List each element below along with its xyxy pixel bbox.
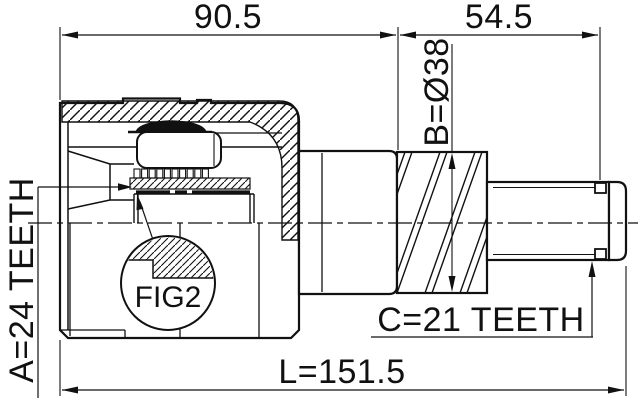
tripod-roller-assembly bbox=[128, 120, 282, 223]
arrowhead-left-icon bbox=[62, 31, 78, 39]
dimension-label-90-5: 90.5 bbox=[194, 0, 262, 36]
detail-circle-fig2: FIG2 bbox=[120, 194, 216, 331]
extension-lines bbox=[59, 27, 627, 396]
snap-ring-groove-bottom bbox=[594, 248, 607, 260]
dimension-label-a-24-teeth: A=24 TEETH bbox=[3, 177, 41, 383]
stub-shaft bbox=[485, 180, 611, 262]
dimension-housing-width: 90.5 bbox=[62, 0, 396, 39]
callout-arrowhead-icon bbox=[588, 261, 596, 277]
shaft-end-cap bbox=[607, 180, 628, 262]
dimension-label-54-5: 54.5 bbox=[465, 0, 533, 36]
housing-section-hatch bbox=[61, 100, 299, 241]
dimension-label-b-d38: B=Ø38 bbox=[418, 37, 456, 146]
dimension-spline-diameter: B=Ø38 bbox=[418, 37, 456, 292]
housing-inner-lines bbox=[67, 122, 282, 330]
dimension-total-length: L=151.5 bbox=[62, 353, 624, 394]
arrowhead-down-icon bbox=[448, 276, 456, 292]
detail-leader-arrowhead-icon bbox=[136, 194, 144, 211]
arrowhead-left-icon bbox=[62, 386, 78, 394]
detail-label: FIG2 bbox=[135, 281, 202, 314]
arrowhead-right-icon bbox=[608, 386, 624, 394]
callout-arrowhead-icon bbox=[118, 183, 132, 191]
dimension-shaft-width: 54.5 bbox=[400, 0, 598, 39]
callout-inner-spline: A=24 TEETH bbox=[3, 177, 132, 398]
arrowhead-right-icon bbox=[582, 31, 598, 39]
inner-race-block bbox=[134, 194, 254, 223]
callout-stub-spline: C=21 TEETH bbox=[371, 261, 596, 339]
arrowhead-up-icon bbox=[448, 153, 456, 169]
trunnion-section-hatch bbox=[129, 177, 251, 190]
roller-cap bbox=[134, 120, 208, 133]
outer-housing bbox=[58, 97, 301, 340]
arrowhead-right-icon bbox=[380, 31, 396, 39]
snap-ring-groove-top bbox=[594, 182, 607, 194]
dimension-label-l-151-5: L=151.5 bbox=[278, 353, 405, 391]
arrowhead-left-icon bbox=[400, 31, 416, 39]
housing-outline bbox=[58, 97, 301, 340]
dimension-label-c-21-teeth: C=21 TEETH bbox=[377, 301, 585, 339]
barrel-roller bbox=[136, 131, 222, 169]
